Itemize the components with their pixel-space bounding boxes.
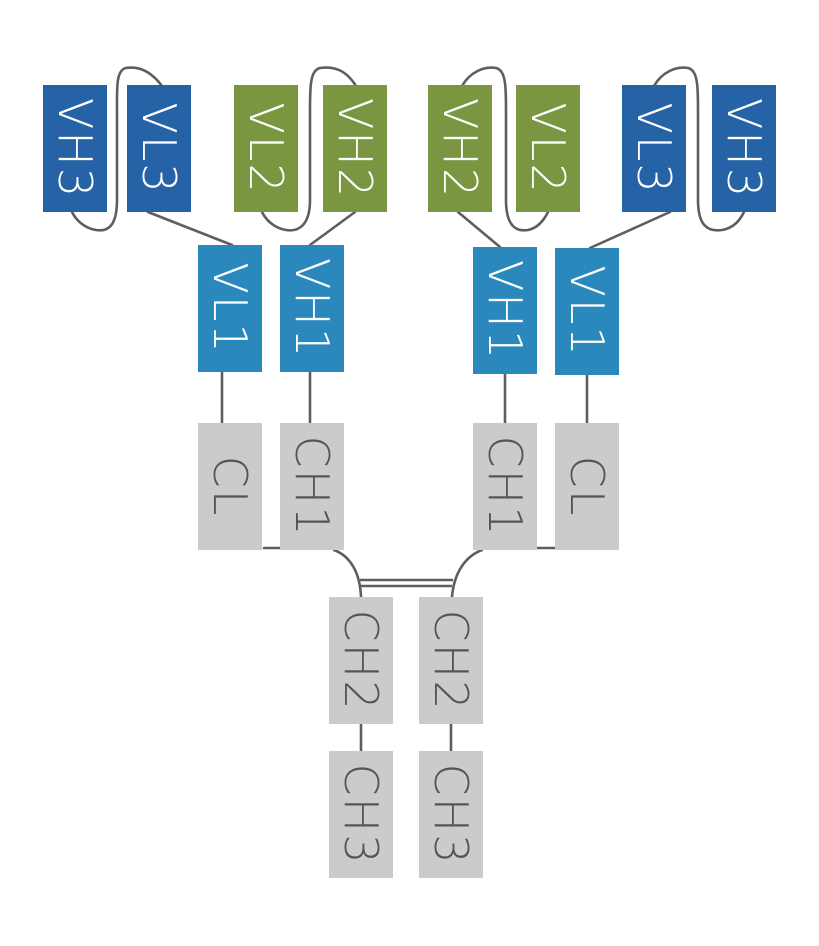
domain-vh1-a: VH1 <box>280 245 344 372</box>
linker-vh2-vh1-left <box>308 210 357 247</box>
domain-vl3-b: VL3 <box>622 85 686 212</box>
hinge-right <box>450 548 484 599</box>
domain-cl-b: CL <box>555 423 619 550</box>
domain-label: VH3 <box>717 98 771 199</box>
domain-box <box>43 85 107 212</box>
domain-label: VL1 <box>203 262 257 354</box>
domain-box <box>198 423 262 550</box>
linker-vh2-vh1-right <box>456 210 502 249</box>
domain-label: CH2 <box>334 610 388 712</box>
domain-cl-a: CL <box>198 423 262 550</box>
domain-vl1-a: VL1 <box>198 245 262 372</box>
domain-label: VH2 <box>328 98 382 199</box>
domain-label: CH1 <box>285 436 339 538</box>
domain-label: VL3 <box>132 102 186 194</box>
domain-ch2-b: CH2 <box>419 597 483 724</box>
domain-label: CH3 <box>334 764 388 866</box>
domain-box <box>127 85 191 212</box>
domain-box <box>555 248 619 375</box>
domain-label: VL1 <box>560 265 614 357</box>
domain-box <box>234 85 298 212</box>
loop-vl3-vh3-right <box>652 66 746 232</box>
domain-label: VH1 <box>285 258 339 359</box>
domain-label: VH1 <box>478 260 532 361</box>
loop-vl2-vh2-left <box>260 66 358 232</box>
domain-label: CH2 <box>424 610 478 712</box>
domain-label: VH3 <box>48 98 102 199</box>
domain-box <box>280 423 344 550</box>
domain-ch3-b: CH3 <box>419 751 483 878</box>
domain-ch2-a: CH2 <box>329 597 393 724</box>
domain-box <box>473 247 537 374</box>
domain-box <box>428 85 492 212</box>
hinge-left <box>332 548 363 599</box>
domain-label: VL2 <box>239 102 293 194</box>
domain-label: CH1 <box>478 436 532 538</box>
domain-vl2-a: VL2 <box>234 85 298 212</box>
domain-label: VH2 <box>433 98 487 199</box>
domain-vl2-b: VL2 <box>516 85 580 212</box>
domain-label: CL <box>560 456 614 518</box>
domain-box <box>419 597 483 724</box>
domain-box <box>712 85 776 212</box>
domain-ch1-a: CH1 <box>280 423 344 550</box>
domain-box <box>516 85 580 212</box>
domain-vh2-b: VH2 <box>428 85 492 212</box>
linker-vl3-vl1-left <box>146 210 234 247</box>
domain-label: CL <box>203 456 257 518</box>
domain-label: CH3 <box>424 764 478 866</box>
domain-vl1-b: VL1 <box>555 248 619 375</box>
loop-vh2-vl2-right <box>460 66 550 232</box>
loop-vh3-vl3-left <box>70 66 164 232</box>
domain-label: VL3 <box>627 102 681 194</box>
domain-vh2-a: VH2 <box>323 85 387 212</box>
domain-vh3-b: VH3 <box>712 85 776 212</box>
domain-box <box>419 751 483 878</box>
domain-label: VL2 <box>521 102 575 194</box>
domain-box <box>555 423 619 550</box>
domain-box <box>622 85 686 212</box>
domain-box <box>198 245 262 372</box>
domain-ch3-a: CH3 <box>329 751 393 878</box>
domain-vh1-b: VH1 <box>473 247 537 374</box>
connections-layer <box>70 66 746 753</box>
domain-box <box>329 597 393 724</box>
domain-ch1-b: CH1 <box>473 423 537 550</box>
domain-vl3-a: VL3 <box>127 85 191 212</box>
domain-vh3-a: VH3 <box>43 85 107 212</box>
domain-box <box>280 245 344 372</box>
linker-vl3-vl1-right <box>588 210 672 250</box>
domain-box <box>329 751 393 878</box>
domain-box <box>323 85 387 212</box>
domain-box <box>473 423 537 550</box>
